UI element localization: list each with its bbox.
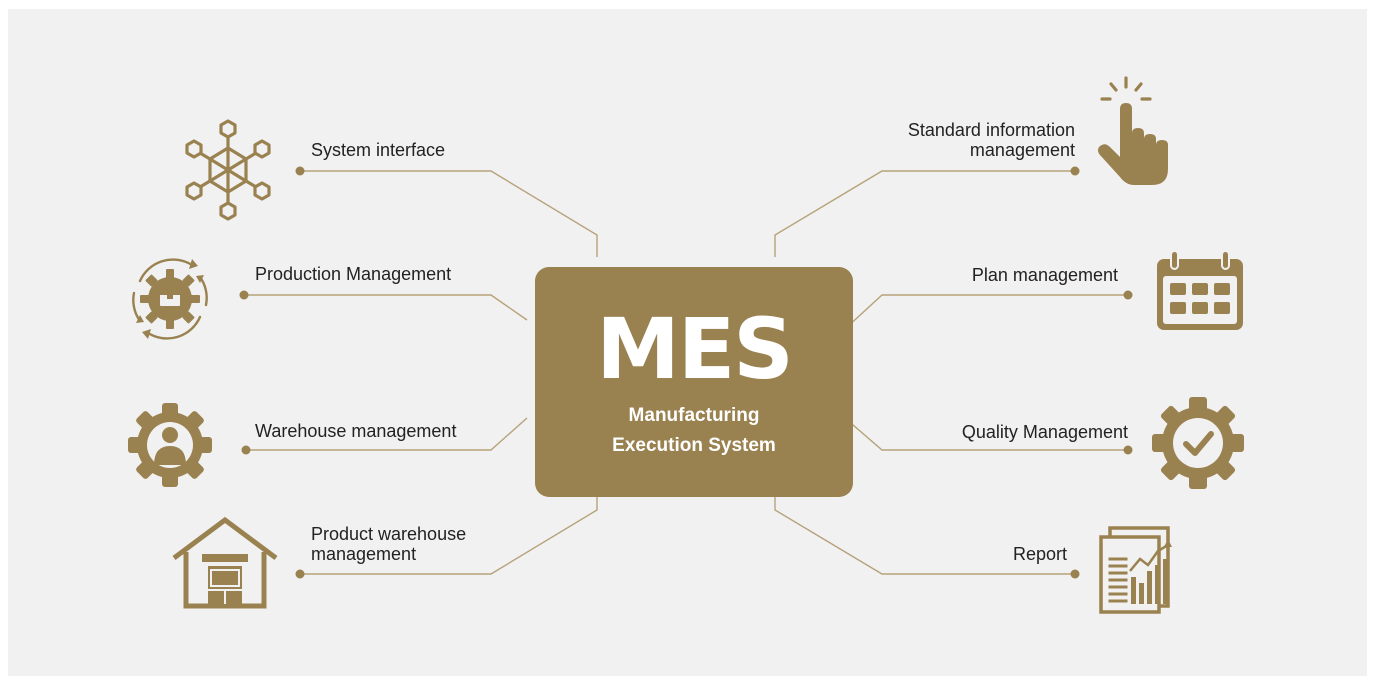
connector-plan-management — [844, 294, 1128, 330]
connector-layer — [239, 166, 1133, 579]
connector-report — [774, 489, 1075, 575]
label-standard-information-management: Standard information management — [907, 120, 1075, 160]
pointing-hand-icon — [1098, 76, 1168, 185]
label-quality-management: Quality Management — [961, 422, 1128, 442]
connector-dot — [1070, 569, 1080, 579]
connector-warehouse-management — [246, 417, 528, 451]
mes-center-box: MES Manufacturing Execution System — [535, 267, 853, 497]
label-plan-management: Plan management — [971, 265, 1118, 285]
network-hexagon-icon — [185, 119, 271, 221]
connector-standard-information — [774, 170, 1075, 257]
connector-dot — [295, 166, 305, 176]
label-production-management: Production Management — [255, 264, 452, 284]
label-system-interface: System interface — [311, 140, 446, 160]
report-chart-icon — [1099, 526, 1172, 614]
label-product-warehouse-management: Product warehouse management — [311, 524, 467, 564]
gear-person-icon — [128, 403, 212, 487]
mes-title: MES — [596, 300, 793, 398]
connector-dot — [241, 445, 251, 455]
connector-dot — [1123, 445, 1133, 455]
mes-subtitle-line2: Execution System — [612, 435, 776, 456]
gear-check-icon — [1152, 397, 1244, 489]
diagram-canvas: MES Manufacturing Execution System Syste… — [8, 9, 1367, 676]
gear-cycle-box-icon — [132, 258, 208, 340]
warehouse-icon — [172, 516, 278, 609]
connector-product-warehouse — [300, 489, 598, 575]
mes-subtitle-line1: Manufacturing — [628, 405, 760, 426]
connector-system-interface — [300, 170, 598, 257]
connector-dot — [295, 569, 305, 579]
label-warehouse-management: Warehouse management — [255, 421, 457, 441]
label-report: Report — [1012, 544, 1067, 564]
connector-dot — [239, 290, 249, 300]
connector-dot — [1070, 166, 1080, 176]
connector-dot — [1123, 290, 1133, 300]
connector-production-management — [244, 294, 528, 321]
connector-quality-management — [844, 417, 1128, 451]
calendar-icon — [1157, 250, 1243, 330]
